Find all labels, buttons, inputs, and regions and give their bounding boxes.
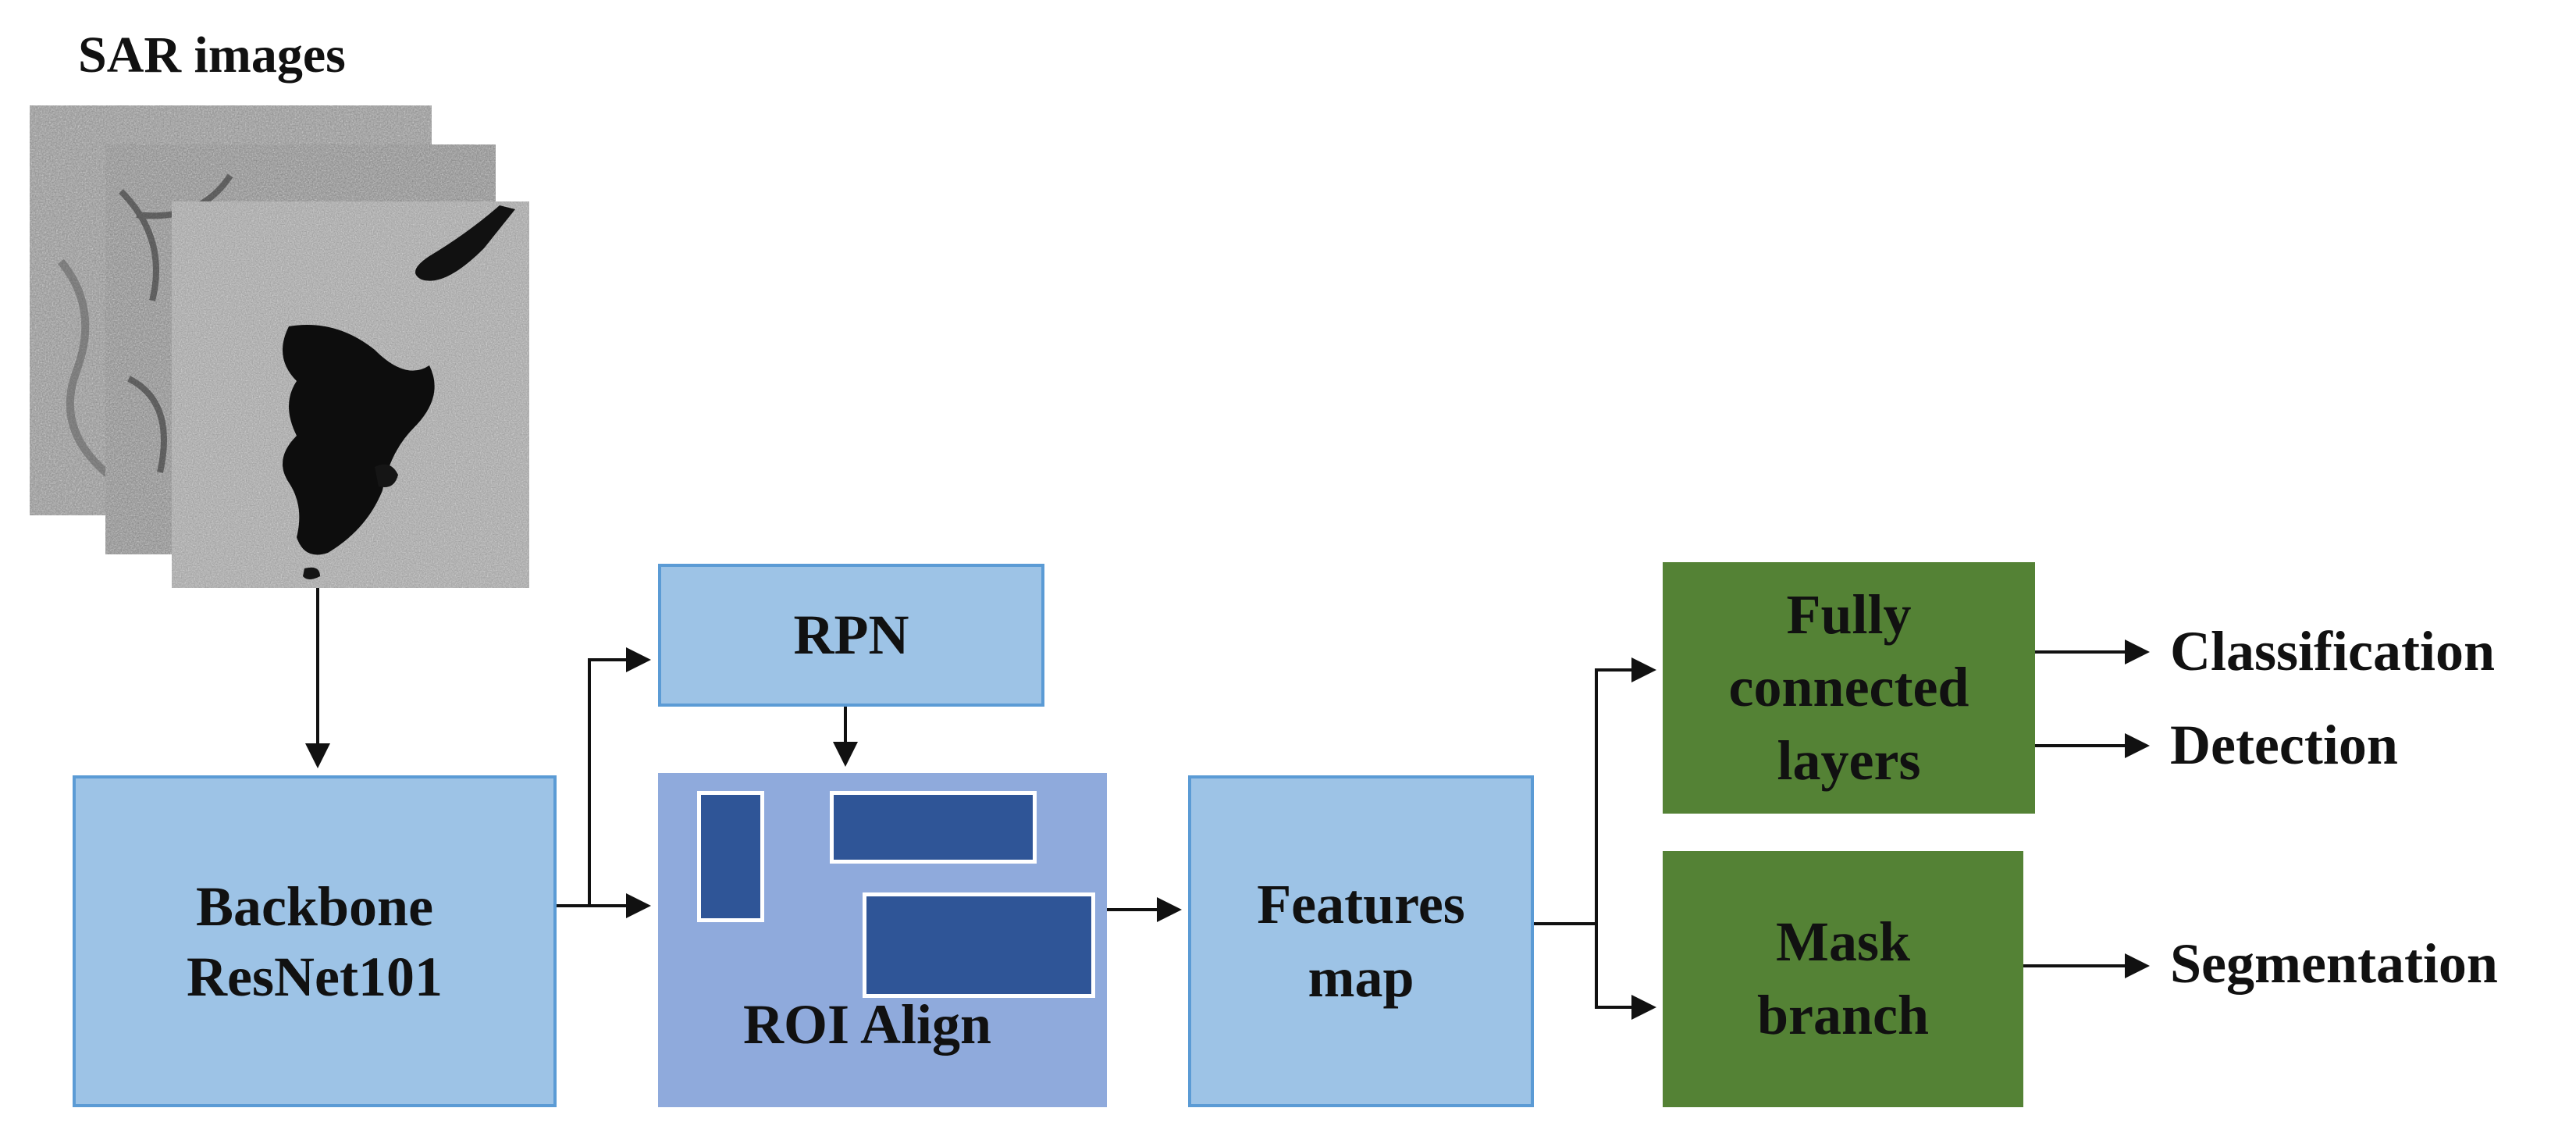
fully-connected-label-line3: layers bbox=[1777, 729, 1921, 792]
backbone-label-line2: ResNet101 bbox=[187, 945, 443, 1008]
output-segmentation: Segmentation bbox=[2170, 932, 2498, 995]
arrow-to-mask-branch bbox=[1595, 924, 1656, 1020]
backbone-label-line1: Backbone bbox=[195, 875, 434, 938]
roi-region-wide-top bbox=[830, 791, 1037, 864]
fully-connected-box: Fully connected layers bbox=[1663, 562, 2035, 814]
roi-region-wide-bottom bbox=[863, 892, 1095, 998]
arrow-to-rpn bbox=[588, 647, 651, 906]
output-classification: Classification bbox=[2170, 620, 2496, 682]
output-detection: Detection bbox=[2170, 714, 2398, 776]
sar-images-title: SAR images bbox=[78, 27, 346, 84]
mask-branch-label-line2: branch bbox=[1756, 984, 1930, 1046]
mask-branch-box: Mask branch bbox=[1663, 851, 2023, 1107]
rpn-box: RPN bbox=[658, 564, 1044, 707]
fully-connected-label-line1: Fully bbox=[1786, 582, 1912, 646]
sar-image-front bbox=[172, 201, 529, 588]
fully-connected-label-line2: connected bbox=[1728, 656, 1969, 719]
backbone-box: Backbone ResNet101 bbox=[73, 775, 557, 1107]
roi-region-tall bbox=[697, 791, 764, 922]
features-map-label-line2: map bbox=[1308, 946, 1414, 1009]
rpn-label: RPN bbox=[793, 604, 909, 666]
mask-branch-label-line1: Mask bbox=[1775, 910, 1911, 974]
features-map-label-line1: Features bbox=[1257, 872, 1465, 935]
roi-align-label: ROI Align bbox=[743, 993, 992, 1056]
arrow-to-fully-connected bbox=[1595, 657, 1656, 924]
features-map-box: Features map bbox=[1188, 775, 1534, 1107]
